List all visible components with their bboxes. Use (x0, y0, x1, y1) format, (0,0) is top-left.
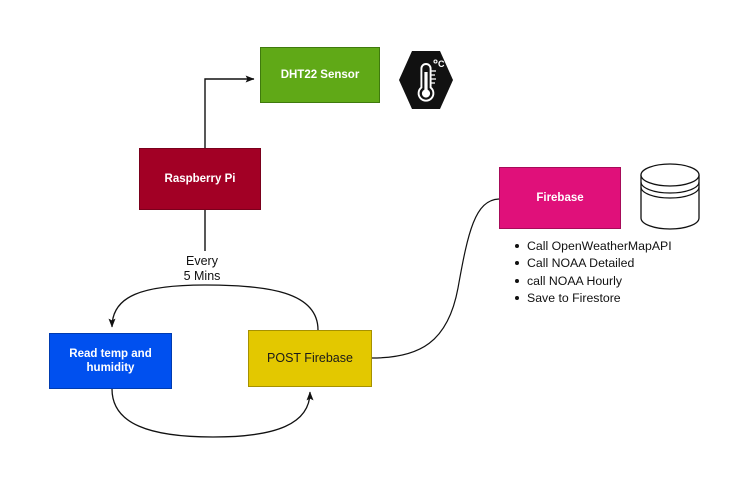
node-read-temp-humidity[interactable]: Read temp and humidity (49, 333, 172, 389)
svg-text:C: C (438, 59, 445, 69)
node-read-temp-humidity-label: Read temp and humidity (69, 347, 152, 374)
node-raspberry-pi-label: Raspberry Pi (164, 172, 236, 185)
edge-post-to-read (108, 284, 319, 331)
edge-post-to-firebase (371, 198, 500, 359)
node-dht22-sensor-label: DHT22 Sensor (280, 68, 360, 81)
list-item: Save to Firestore (515, 290, 742, 307)
firebase-actions-list: Call OpenWeatherMapAPI Call NOAA Detaile… (510, 238, 742, 307)
edge-read-to-post (111, 388, 314, 438)
edge-label-interval: Every 5 Mins (183, 254, 221, 284)
database-cylinder-icon (640, 163, 700, 230)
node-post-firebase-label: POST Firebase (267, 350, 353, 365)
edge-rpi-to-dht22 (204, 75, 255, 148)
node-post-firebase[interactable]: POST Firebase (248, 330, 372, 387)
node-raspberry-pi[interactable]: Raspberry Pi (139, 148, 261, 210)
thermometer-celsius-icon: C (399, 51, 453, 109)
node-firebase-label: Firebase (536, 191, 584, 204)
node-firebase[interactable]: Firebase (499, 167, 621, 229)
node-dht22-sensor[interactable]: DHT22 Sensor (260, 47, 380, 103)
list-item: Call OpenWeatherMapAPI (515, 238, 742, 255)
list-item: Call NOAA Detailed (515, 255, 742, 272)
list-item: call NOAA Hourly (515, 273, 742, 290)
